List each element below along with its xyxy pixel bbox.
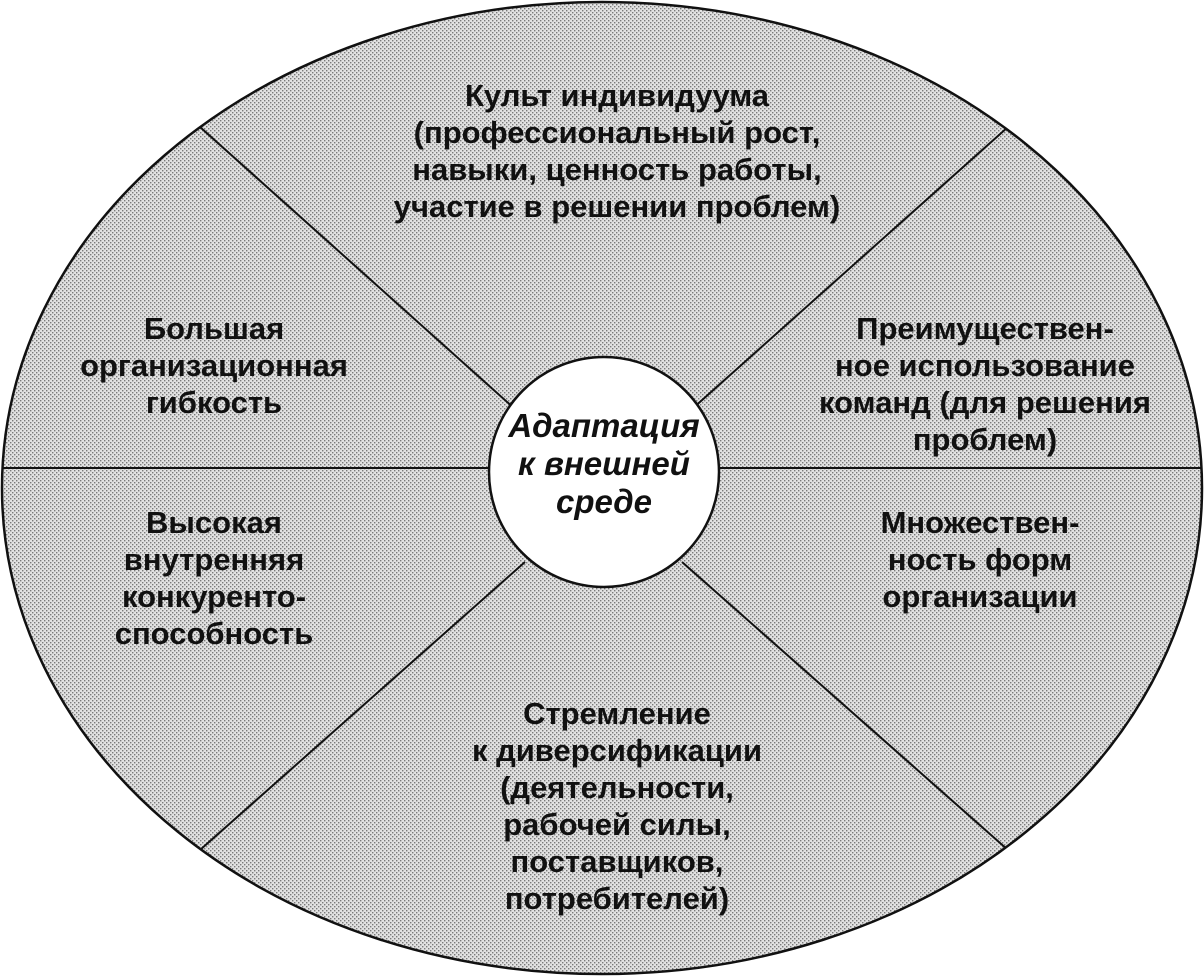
sector-bottom-label-line-1: Стремление (523, 696, 711, 731)
sector-top-label: Культ индивидуума(профессиональный рост,… (394, 78, 841, 224)
sector-upper-left-label-line-3: гибкость (146, 385, 282, 420)
sector-upper-right-label-line-3: команд (для решения (819, 385, 1151, 420)
sector-top-label-line-4: участие в решении проблем) (394, 189, 841, 224)
sector-bottom-label-line-5: поставщиков, (511, 844, 724, 879)
sector-lower-left-label-line-4: способность (115, 616, 314, 651)
sector-bottom-label-line-4: рабочей силы, (503, 807, 730, 842)
sector-lower-left-label-line-2: внутренняя (124, 542, 304, 577)
divider-lower-right (681, 561, 1009, 851)
sector-upper-right-label-line-1: Преимуществен- (856, 311, 1114, 346)
center-circle (487, 355, 721, 589)
sector-top-label-line-2: (профессиональный рост, (414, 115, 821, 150)
sector-lower-left-label-line-1: Высокая (146, 505, 282, 540)
sector-upper-left-label-line-2: организационная (80, 348, 348, 383)
sector-dividers (2, 126, 1202, 851)
sector-lower-left-label-line-3: конкуренто- (122, 579, 306, 614)
center-label-line-3: среде (556, 483, 652, 520)
center-label-line-1: Адаптация (507, 407, 699, 444)
sector-top-label-line-3: навыки, ценность работы, (412, 152, 821, 187)
sector-lower-right-label-line-3: организации (882, 579, 1077, 614)
sector-upper-right-label-line-2: ное использование (835, 348, 1135, 383)
center-label-line-2: к внешней (518, 445, 690, 482)
divider-upper-right (681, 126, 1009, 419)
divider-lower-left (199, 561, 526, 851)
sector-bottom-label-line-6: потребителей) (505, 881, 729, 916)
sector-bottom-label-line-3: (деятельности, (500, 770, 734, 805)
sector-lower-right-label-line-2: ность форм (888, 542, 1072, 577)
sector-bottom-label-line-2: к диверсификации (472, 733, 762, 768)
sector-top-label-line-1: Культ индивидуума (465, 78, 770, 113)
sector-lower-right-label-line-1: Множествен- (881, 505, 1080, 540)
sector-upper-left-label-line-1: Большая (144, 311, 284, 346)
sector-upper-right-label-line-4: проблем) (913, 422, 1057, 457)
divider-upper-left (199, 126, 526, 419)
